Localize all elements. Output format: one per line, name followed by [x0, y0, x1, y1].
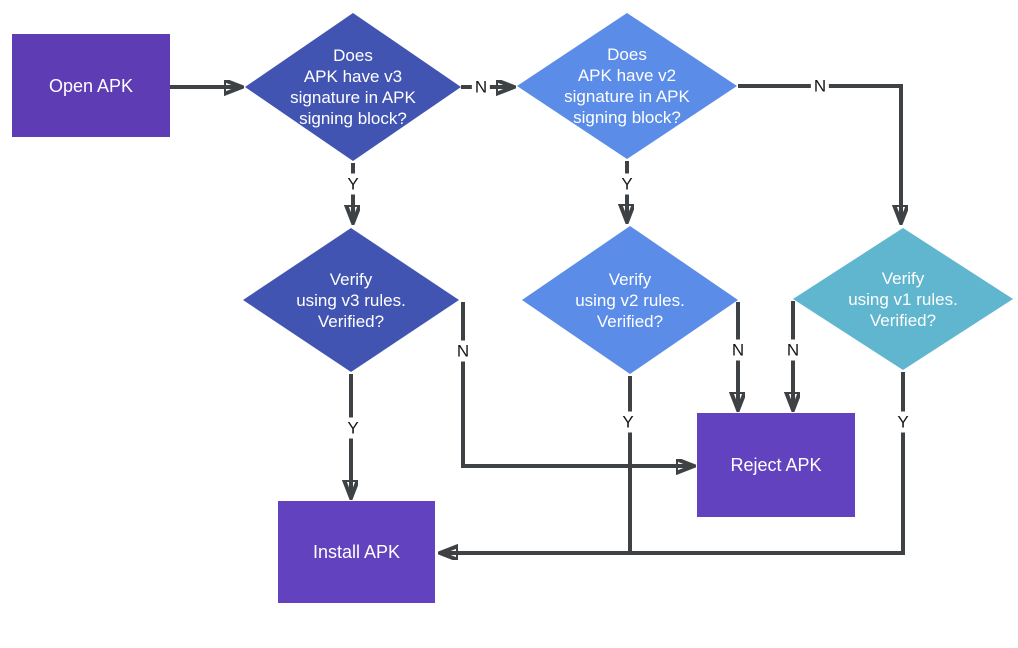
edge-label-v3verify-yes: Y: [344, 417, 362, 439]
edge-label-v2check-yes: Y: [618, 173, 636, 195]
edge-v2check-no: [738, 84, 901, 222]
edge-label-v2verify-no: N: [728, 339, 748, 361]
edge-label-v2check-no: N: [810, 75, 830, 97]
node-install-apk: Install APK: [278, 501, 435, 603]
node-open-apk: Open APK: [12, 34, 170, 137]
edge-label-v3check-no: N: [471, 76, 491, 98]
node-reject-apk: Reject APK: [697, 413, 855, 517]
edge-label-v3verify-no: N: [453, 340, 473, 362]
edge-label-v1verify-no: N: [783, 339, 803, 361]
edge-label-v2verify-yes: Y: [619, 411, 637, 433]
edge-label-v1verify-yes: Y: [894, 411, 912, 433]
edge-label-v3check-yes: Y: [344, 173, 362, 195]
